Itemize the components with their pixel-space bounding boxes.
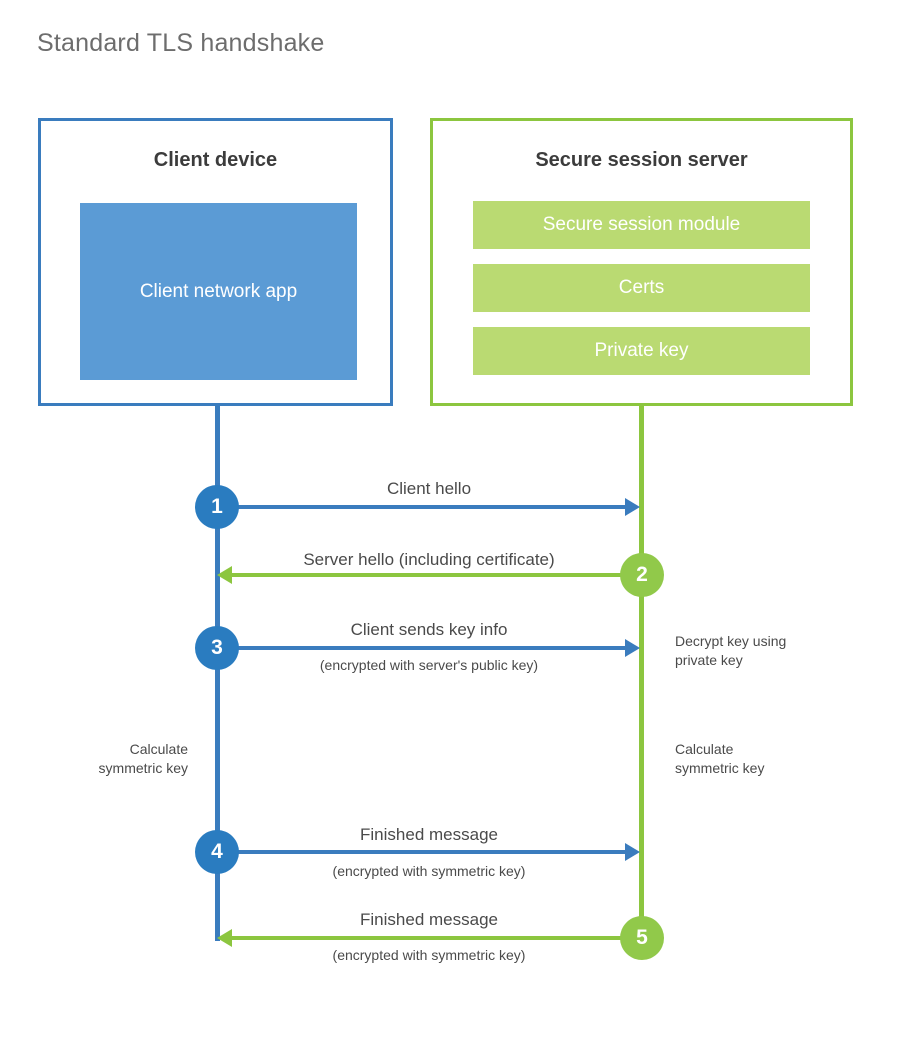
step-3-label: Client sends key info bbox=[350, 620, 508, 639]
step-3-number-badge[interactable]: 3 bbox=[195, 626, 239, 670]
step-4-label: Finished message bbox=[360, 825, 498, 844]
client-device-box: Client device Client network app bbox=[38, 118, 393, 406]
step-3-sublabel: (encrypted with server's public key) bbox=[319, 657, 539, 673]
step-1-number-badge[interactable]: 1 bbox=[195, 485, 239, 529]
page-title: Standard TLS handshake bbox=[37, 29, 325, 57]
step-1-arrow-line bbox=[217, 505, 627, 509]
secure-session-server-title: Secure session server bbox=[535, 149, 748, 171]
client-device-title: Client device bbox=[153, 149, 278, 171]
server-decrypt-note: Decrypt key using private key bbox=[675, 633, 787, 668]
server-lifeline bbox=[639, 406, 644, 940]
step-4-number-badge[interactable]: 4 bbox=[195, 830, 239, 874]
server-component-certs: Certs bbox=[473, 264, 810, 312]
client-network-app-block: Client network app bbox=[80, 203, 357, 380]
step-2-arrow-line bbox=[232, 573, 641, 577]
step-5-arrow-line bbox=[232, 936, 641, 940]
server-component-private-key: Private key bbox=[473, 327, 810, 375]
step-4-sublabel: (encrypted with symmetric key) bbox=[332, 863, 526, 879]
step-2-label: Server hello (including certificate) bbox=[303, 550, 555, 569]
step-1-arrow-head-icon bbox=[625, 498, 640, 516]
step-3-arrow-line bbox=[217, 646, 627, 650]
step-2-number-badge[interactable]: 2 bbox=[620, 553, 664, 597]
step-1-label: Client hello bbox=[386, 479, 472, 498]
step-4-arrow-head-icon bbox=[625, 843, 640, 861]
step-5-arrow-head-icon bbox=[217, 929, 232, 947]
client-calculate-symmetric-key-note: Calculate symmetric key bbox=[98, 741, 188, 776]
server-component-secure-session-module: Secure session module bbox=[473, 201, 810, 249]
step-3-arrow-head-icon bbox=[625, 639, 640, 657]
step-2-arrow-head-icon bbox=[217, 566, 232, 584]
step-5-sublabel: (encrypted with symmetric key) bbox=[332, 947, 526, 963]
step-5-label: Finished message bbox=[360, 910, 498, 929]
step-5-number-badge[interactable]: 5 bbox=[620, 916, 664, 960]
server-calculate-symmetric-key-note: Calculate symmetric key bbox=[675, 741, 765, 776]
secure-session-server-box: Secure session server Secure session mod… bbox=[430, 118, 853, 406]
client-lifeline bbox=[215, 406, 220, 941]
step-4-arrow-line bbox=[217, 850, 627, 854]
